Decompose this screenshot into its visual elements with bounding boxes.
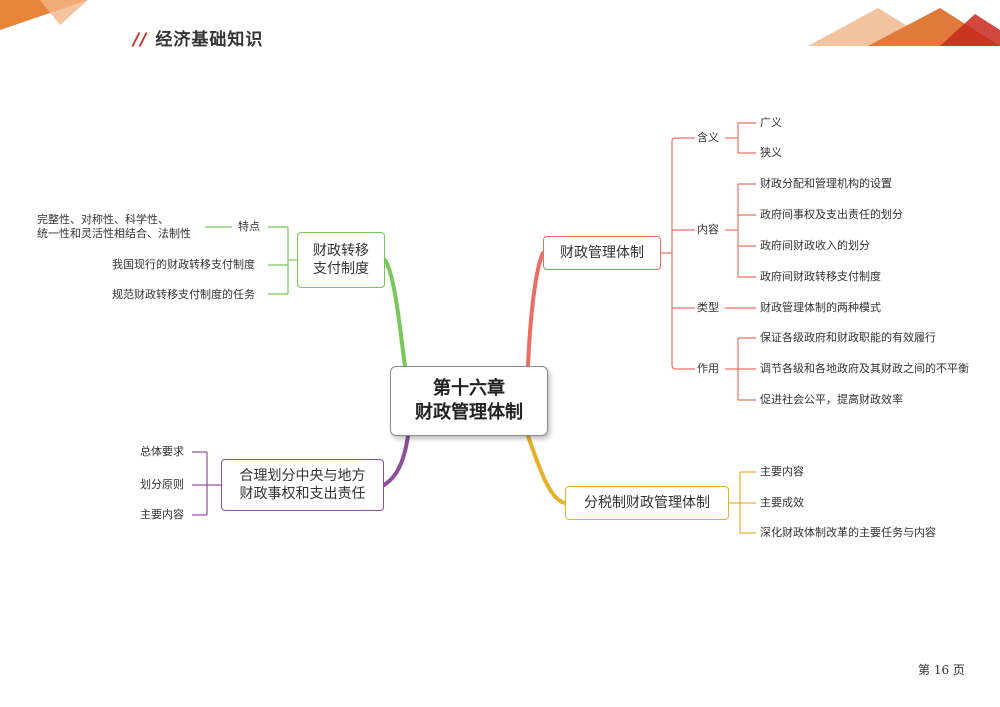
branch-transfer-payment: 财政转移 支付制度 <box>297 232 385 288</box>
leaf-type-1: 财政管理体制的两种模式 <box>760 301 881 314</box>
branch-central-local-division: 合理划分中央与地方 财政事权和支出责任 <box>221 459 384 511</box>
group-content: 内容 <box>697 223 719 236</box>
green-line2: 支付制度 <box>313 261 369 277</box>
purple-item-1: 总体要求 <box>140 445 184 458</box>
branch-tax-sharing-system: 分税制财政管理体制 <box>565 486 729 520</box>
page-number: 第 16 页 <box>918 663 965 677</box>
leaf-broad: 广义 <box>760 116 782 129</box>
green-features-line2: 统一性和灵活性相结合、法制性 <box>37 227 191 240</box>
leaf-function-1: 保证各级政府和财政职能的有效履行 <box>760 331 936 344</box>
yellow-item-2: 主要成效 <box>760 496 804 509</box>
purple-item-3: 主要内容 <box>140 508 184 521</box>
group-function: 作用 <box>697 362 719 375</box>
leaf-function-3: 促进社会公平，提高财政效率 <box>760 393 903 406</box>
purple-line2: 财政事权和支出责任 <box>239 486 366 502</box>
purple-line1: 合理划分中央与地方 <box>239 468 366 484</box>
green-sub-features: 特点 <box>238 220 260 233</box>
leaf-content-1: 财政分配和管理机构的设置 <box>760 177 892 190</box>
green-item-current: 我国现行的财政转移支付制度 <box>112 258 255 271</box>
title-text: 经济基础知识 <box>155 30 264 50</box>
green-features-line1: 完整性、对称性、科学性、 <box>37 213 169 226</box>
yellow-item-3: 深化财政体制改革的主要任务与内容 <box>760 526 936 539</box>
leaf-function-2: 调节各级和各地政府及其财政之间的不平衡 <box>760 362 969 375</box>
leaf-content-2: 政府间事权及支出责任的划分 <box>760 208 903 221</box>
branch-fiscal-management-system: 财政管理体制 <box>543 236 661 270</box>
page-title: // 经济基础知识 <box>133 25 263 50</box>
green-line1: 财政转移 <box>313 243 369 259</box>
leaf-content-3: 政府间财政收入的划分 <box>760 239 870 252</box>
purple-item-2: 划分原则 <box>140 478 184 491</box>
central-line2: 财政管理体制 <box>415 402 523 423</box>
group-type: 类型 <box>697 301 719 314</box>
yellow-item-1: 主要内容 <box>760 465 804 478</box>
central-topic: 第十六章 财政管理体制 <box>390 366 548 436</box>
green-item-tasks: 规范财政转移支付制度的任务 <box>112 288 255 301</box>
leaf-narrow: 狭义 <box>760 146 782 159</box>
group-meaning: 含义 <box>697 131 719 144</box>
title-slash: // <box>133 30 148 50</box>
central-line1: 第十六章 <box>433 378 505 399</box>
leaf-content-4: 政府间财政转移支付制度 <box>760 270 881 283</box>
